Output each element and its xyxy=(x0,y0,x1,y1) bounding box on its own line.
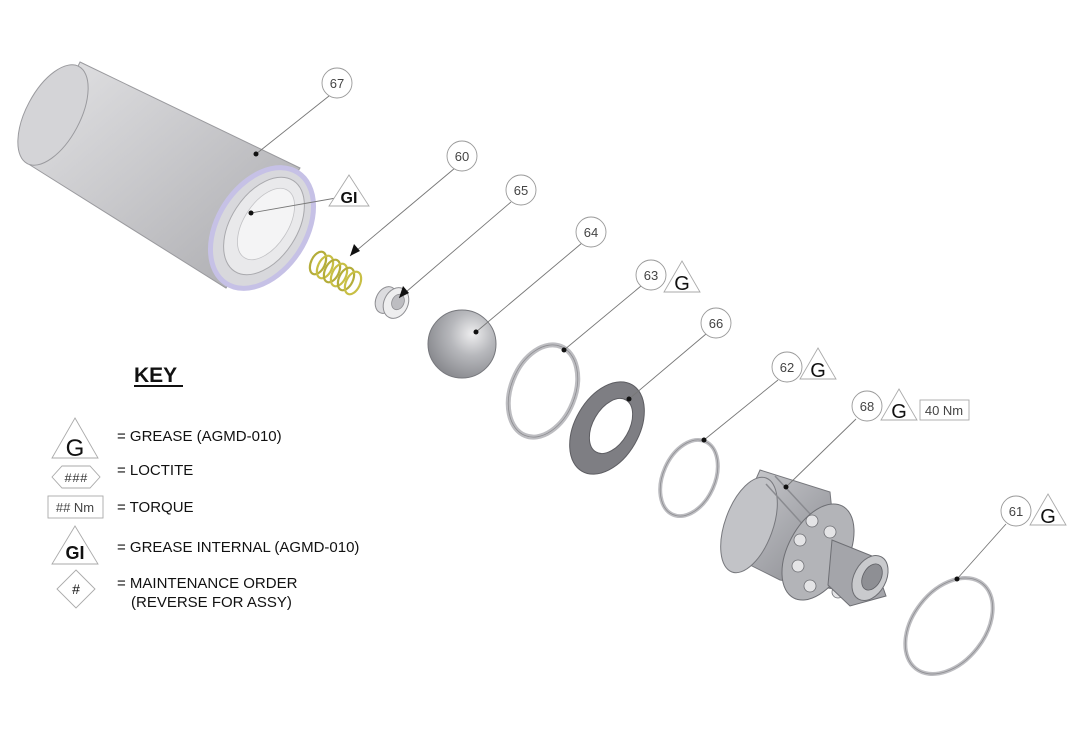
callout-63: 63 xyxy=(635,259,667,291)
leader-lines xyxy=(250,95,1007,580)
svg-text:64: 64 xyxy=(584,225,598,240)
key-loctite-row: ### = LOCTITE xyxy=(51,462,193,489)
callout-66: 66 xyxy=(700,307,732,339)
svg-text:GI: GI xyxy=(341,190,358,207)
grease-symbol-61: G xyxy=(1029,493,1067,528)
valve-seat-part-65 xyxy=(374,286,410,319)
leader-ends xyxy=(248,151,960,582)
callout-60: 60 xyxy=(446,140,478,172)
key-torque-row: ## Nm = TORQUE xyxy=(47,495,194,519)
key-loctite-symbol: ### xyxy=(64,471,88,486)
svg-text:G: G xyxy=(891,401,907,423)
key-maintenance-symbol: # xyxy=(72,581,80,597)
key-grease-symbol: G xyxy=(66,435,85,462)
svg-text:62: 62 xyxy=(780,360,794,375)
svg-text:67: 67 xyxy=(330,76,344,91)
svg-text:63: 63 xyxy=(644,268,658,283)
svg-text:68: 68 xyxy=(860,399,874,414)
callout-67: 67 xyxy=(321,67,353,99)
torque-box-68: 40 Nm xyxy=(919,399,970,421)
key-maintenance-label-line2: (REVERSE FOR ASSY) xyxy=(131,594,292,611)
callout-64: 64 xyxy=(575,216,607,248)
key-legend: KEY G = GREASE (AGMD-010) ### = LOCTITE … xyxy=(47,364,359,611)
key-grease-internal-symbol: GI xyxy=(65,543,84,563)
key-title: KEY xyxy=(134,364,177,387)
grease-symbol-62: G xyxy=(799,347,837,382)
housing-part-67 xyxy=(17,61,317,291)
key-loctite-label: = LOCTITE xyxy=(117,462,193,479)
svg-text:61: 61 xyxy=(1009,504,1023,519)
svg-text:60: 60 xyxy=(455,149,469,164)
svg-text:66: 66 xyxy=(709,316,723,331)
key-grease-label: = GREASE (AGMD-010) xyxy=(117,428,282,445)
grease-symbol-63: G xyxy=(663,260,701,295)
callout-65: 65 xyxy=(505,174,537,206)
key-torque-symbol: ## Nm xyxy=(56,500,94,515)
ball-part-64 xyxy=(427,309,497,379)
spring-part-60 xyxy=(308,250,363,296)
svg-text:G: G xyxy=(810,360,826,382)
o-ring-part-63-edge xyxy=(507,344,579,438)
svg-text:G: G xyxy=(674,273,690,295)
svg-text:65: 65 xyxy=(514,183,528,198)
key-grease-internal-label: = GREASE INTERNAL (AGMD-010) xyxy=(117,539,359,556)
key-grease-row: G = GREASE (AGMD-010) xyxy=(51,417,282,462)
grease-internal-symbol-housing: GI xyxy=(328,174,370,207)
key-grease-internal-row: GI = GREASE INTERNAL (AGMD-010) xyxy=(51,525,359,565)
o-ring-part-61 xyxy=(903,576,995,676)
callout-61: 61 xyxy=(1000,495,1032,527)
washer-part-66 xyxy=(569,381,645,475)
svg-text:40 Nm: 40 Nm xyxy=(925,403,963,418)
callout-62: 62 xyxy=(771,351,803,383)
key-torque-label: = TORQUE xyxy=(117,499,194,516)
o-ring-part-62 xyxy=(658,437,720,519)
grease-symbol-68: G xyxy=(880,388,918,423)
key-maintenance-row: # = MAINTENANCE ORDER (REVERSE FOR ASSY) xyxy=(56,569,298,611)
o-ring-part-61-edge xyxy=(904,577,994,675)
callout-68: 68 xyxy=(851,390,883,422)
svg-text:G: G xyxy=(1040,506,1056,528)
key-maintenance-label-line1: = MAINTENANCE ORDER xyxy=(117,575,298,592)
valve-body-part-68 xyxy=(720,469,889,607)
